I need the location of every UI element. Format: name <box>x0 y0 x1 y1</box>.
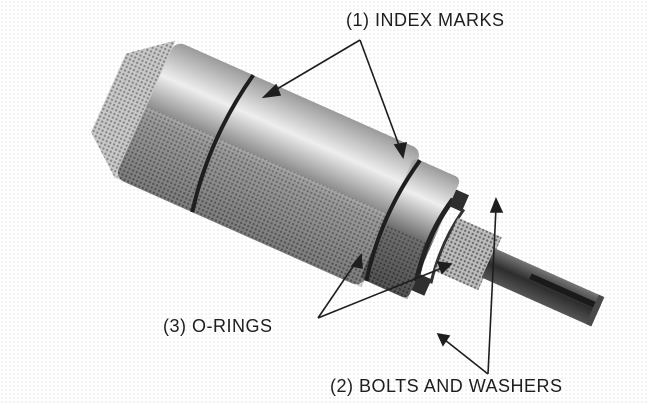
bolt-arrowhead-2 <box>489 196 504 213</box>
o-ring-leader-2 <box>317 267 443 319</box>
component-body <box>91 40 605 327</box>
o-ring-arrowhead-2 <box>436 261 453 275</box>
index-arrowhead-left <box>261 83 282 99</box>
o-ring-arrowhead-1 <box>350 252 363 269</box>
o-rings-label: (3) O-RINGS <box>163 316 273 336</box>
bolt-head-bottom <box>411 273 432 296</box>
leader-lines <box>261 39 504 375</box>
o-ring-leader-1 <box>317 261 357 319</box>
index-marks-label: (1) INDEX MARKS <box>346 10 505 30</box>
bolt-leader-2 <box>487 207 497 375</box>
index-leader-left <box>271 39 361 93</box>
bolt-head-top <box>448 189 470 212</box>
bolt-arrowhead-1 <box>436 332 451 347</box>
bolts-and-washers-label: (2) BOLTS AND WASHERS <box>330 376 563 396</box>
index-arrowhead-right <box>393 141 408 160</box>
output-shaft <box>481 248 605 327</box>
bolt-leader-1 <box>444 339 489 375</box>
left-end-cap <box>91 40 176 178</box>
index-seam-left <box>190 73 255 213</box>
index-leader-right <box>359 39 401 149</box>
o-ring-2 <box>429 208 466 284</box>
o-ring-1 <box>414 197 456 282</box>
index-seam-right <box>364 159 422 282</box>
